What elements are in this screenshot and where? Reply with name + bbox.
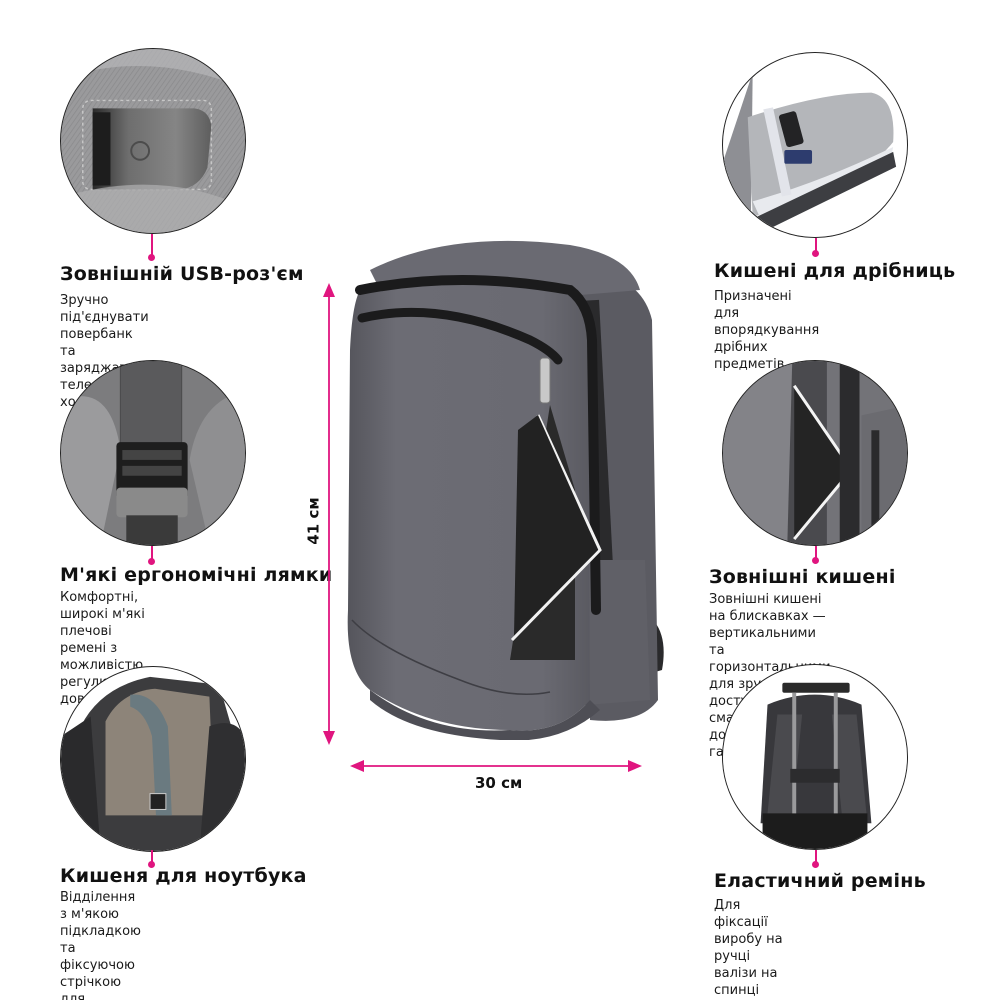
laptop-compartment-image	[60, 666, 246, 852]
width-dimension-arrow	[350, 758, 642, 772]
feature-title: Еластичний ремінь	[714, 870, 926, 892]
feature-title: Кишені для дрібниць	[714, 260, 956, 282]
strap-buckle-icon	[61, 361, 245, 545]
feature-title: Зовнішній USB-роз'єм	[60, 263, 304, 285]
outer-pocket-image	[722, 360, 908, 546]
feature-title: М'які ергономічні лямки	[60, 564, 333, 586]
luggage-strap-image	[722, 664, 908, 850]
feature-description: Відділення з м'якою підкладкою та фіксую…	[60, 890, 141, 1000]
width-label: 30 см	[475, 774, 523, 792]
feature-title: Зовнішні кишені	[709, 566, 896, 588]
feature-title: Кишеня для ноутбука	[60, 865, 307, 887]
height-label: 41 см	[304, 497, 323, 545]
usb-port-icon	[61, 49, 245, 233]
backpack-icon	[347, 240, 664, 741]
backpack-image	[340, 230, 670, 741]
organizer-pocket-icon	[723, 53, 907, 237]
outer-pocket-icon	[723, 361, 907, 545]
feature-description: Призначені для впорядкування дрібних пре…	[714, 289, 820, 372]
laptop-compartment-icon	[61, 667, 245, 851]
feature-description: Для фіксації виробу на ручці валізи на с…	[714, 898, 783, 998]
height-dimension-arrow	[322, 283, 336, 745]
luggage-strap-icon	[723, 665, 907, 849]
usb-port-image	[60, 48, 246, 234]
strap-buckle-image	[60, 360, 246, 546]
organizer-pocket-image	[722, 52, 908, 238]
